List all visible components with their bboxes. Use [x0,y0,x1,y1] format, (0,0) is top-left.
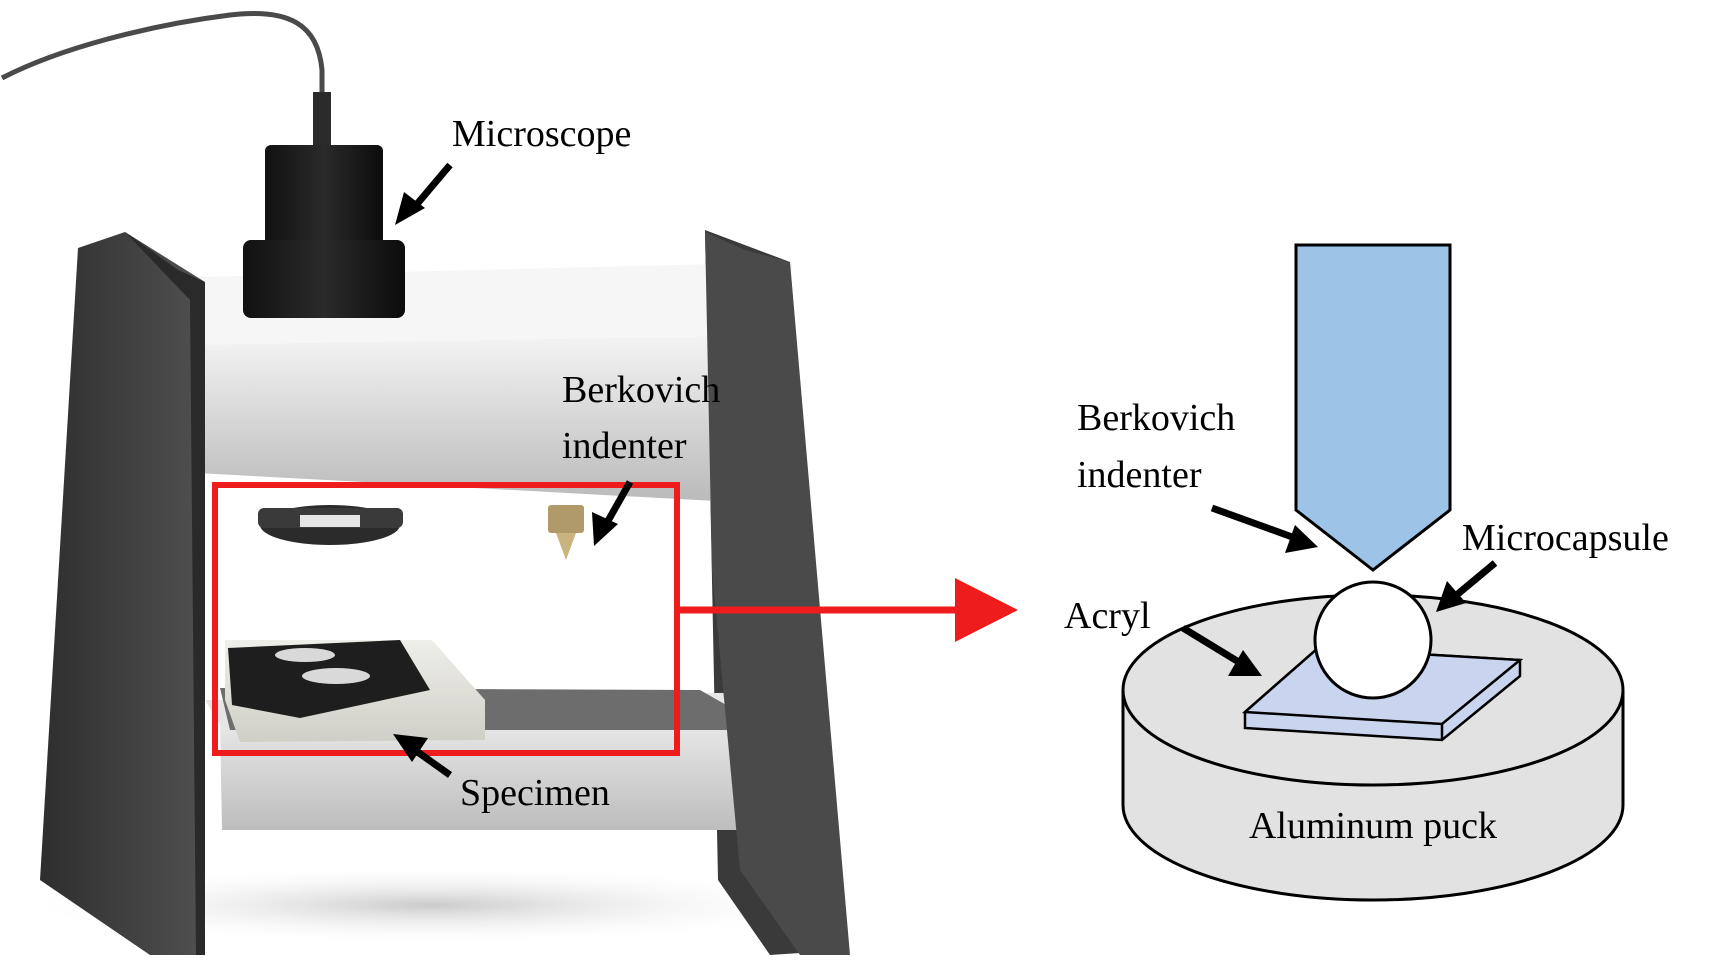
label-microscope: Microscope [452,113,631,155]
label-berkovich-line1-left: Berkovich [562,369,720,411]
objective-glass [300,515,360,527]
arrow-berkovich-right [1210,504,1318,553]
arrow-acryl [1181,625,1262,676]
microscope-lower [243,240,405,318]
specimen-well-1 [275,648,335,662]
arrow-berkovich-left [592,480,634,546]
label-aluminum-puck: Aluminum puck [1249,805,1497,847]
arrow-microcapsule [1436,560,1498,612]
microscope-stem [313,92,331,147]
right-leg [705,232,850,955]
indenter-tip [556,533,576,560]
top-beam-front [178,335,790,505]
label-berkovich-line1-right: Berkovich [1077,397,1235,439]
lower-beam-front [220,720,790,830]
schematic [1121,243,1625,902]
arrow-specimen [393,734,453,778]
highlight-box [212,482,680,756]
microscope-cable [0,11,325,100]
microcapsule [1313,580,1433,700]
arrow-microscope [395,162,453,225]
indenter-holder [548,505,584,533]
microscope-upper [265,145,383,250]
left-leg-edge [125,232,205,955]
label-acryl: Acryl [1064,595,1151,637]
label-berkovich-line2-left: indenter [562,425,687,467]
label-berkovich-line2-right: indenter [1077,454,1202,496]
left-leg [40,232,205,955]
berkovich-indenter [1294,243,1452,572]
label-microcapsule: Microcapsule [1462,517,1669,559]
zoom-arrow [677,578,1018,642]
specimen-well-2 [302,668,370,684]
floor-shadow [10,865,850,945]
instrument-rendering [0,11,850,955]
label-specimen: Specimen [460,772,610,814]
